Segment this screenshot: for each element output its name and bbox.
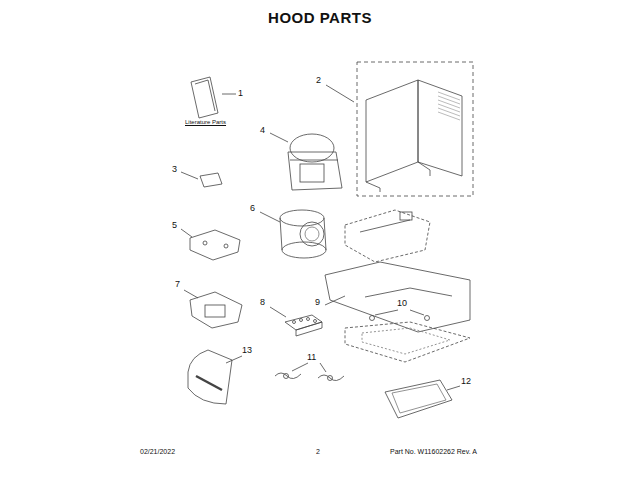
callout-number: 10 xyxy=(397,299,407,308)
callout-number: 12 xyxy=(461,377,471,386)
callout-number: 4 xyxy=(260,126,265,135)
callout-number: 3 xyxy=(172,165,177,174)
callout-number: 1 xyxy=(238,89,243,98)
callout-number: 8 xyxy=(260,298,265,307)
callout-number: 5 xyxy=(172,221,177,230)
section-label: Literature Parts xyxy=(185,119,226,125)
callout-number: 11 xyxy=(307,353,316,362)
callout-number: 9 xyxy=(315,298,320,307)
diagram-title: HOOD PARTS xyxy=(268,10,372,25)
callout-number: 13 xyxy=(242,346,252,355)
callout-number: 6 xyxy=(250,204,255,213)
footer-date: 02/21/2022 xyxy=(140,448,175,455)
callout-number: 2 xyxy=(316,76,321,85)
page-number: 2 xyxy=(316,448,320,455)
part-number: Part No. W11602262 Rev. A xyxy=(390,448,477,455)
callout-number: 7 xyxy=(175,280,180,289)
